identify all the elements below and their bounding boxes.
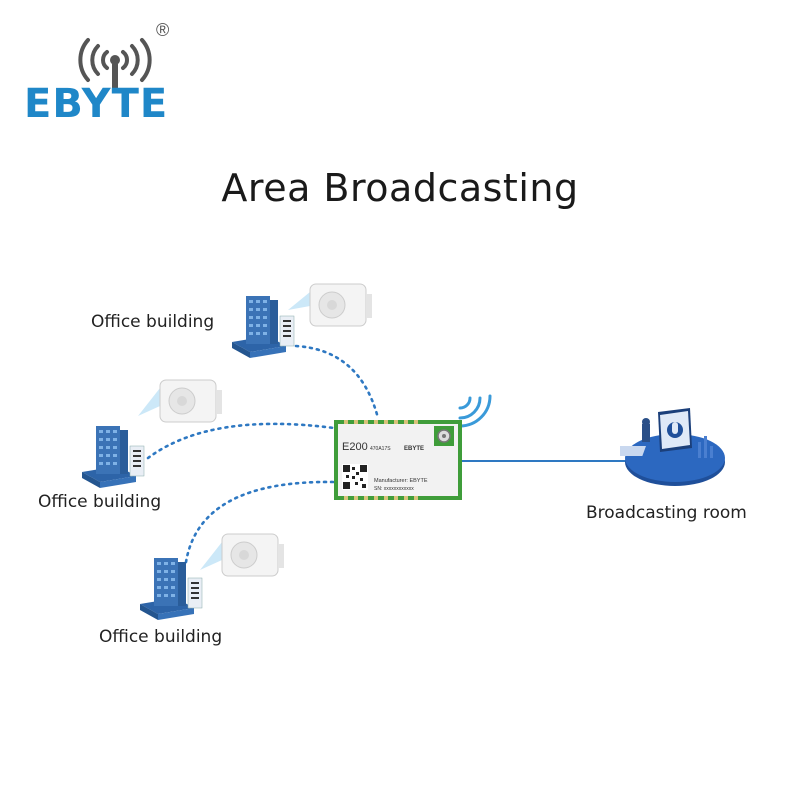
office-building-icon [140, 558, 203, 620]
module-manufacturer: Manufacturer: EBYTE [374, 478, 428, 484]
e200-module: E200 470A17S EBYTE Manufacturer: EBYTE S… [334, 420, 462, 500]
speaker-icon [138, 379, 222, 423]
qr-code-icon [342, 464, 368, 490]
broadcast-tower-icon [78, 38, 152, 88]
link-office-1 [294, 344, 380, 420]
office-building-icon [82, 426, 145, 488]
link-office-3 [184, 480, 336, 564]
office-building-label-2: Office building [38, 492, 162, 512]
module-variant: 470A17S [370, 446, 391, 452]
office-building-icon [232, 296, 295, 358]
page-title: Area Broadcasting [221, 166, 579, 210]
registered-mark: ® [156, 20, 170, 40]
module-model: E200 [342, 441, 368, 453]
module-brand: EBYTE [404, 446, 424, 452]
office-building-label-3: Office building [99, 627, 223, 647]
broadcasting-room-label: Broadcasting room [586, 503, 747, 523]
speaker-icon [288, 283, 372, 327]
broadcasting-room-icon [620, 408, 725, 486]
module-serial: SN: xxxxxxxxxxxx [374, 486, 414, 492]
office-building-label-1: Office building [91, 312, 215, 332]
speaker-icon [200, 533, 284, 577]
brand-logo-text: EBYTE [24, 81, 169, 127]
wireless-signal-icon [458, 394, 492, 428]
link-office-2 [146, 422, 336, 460]
